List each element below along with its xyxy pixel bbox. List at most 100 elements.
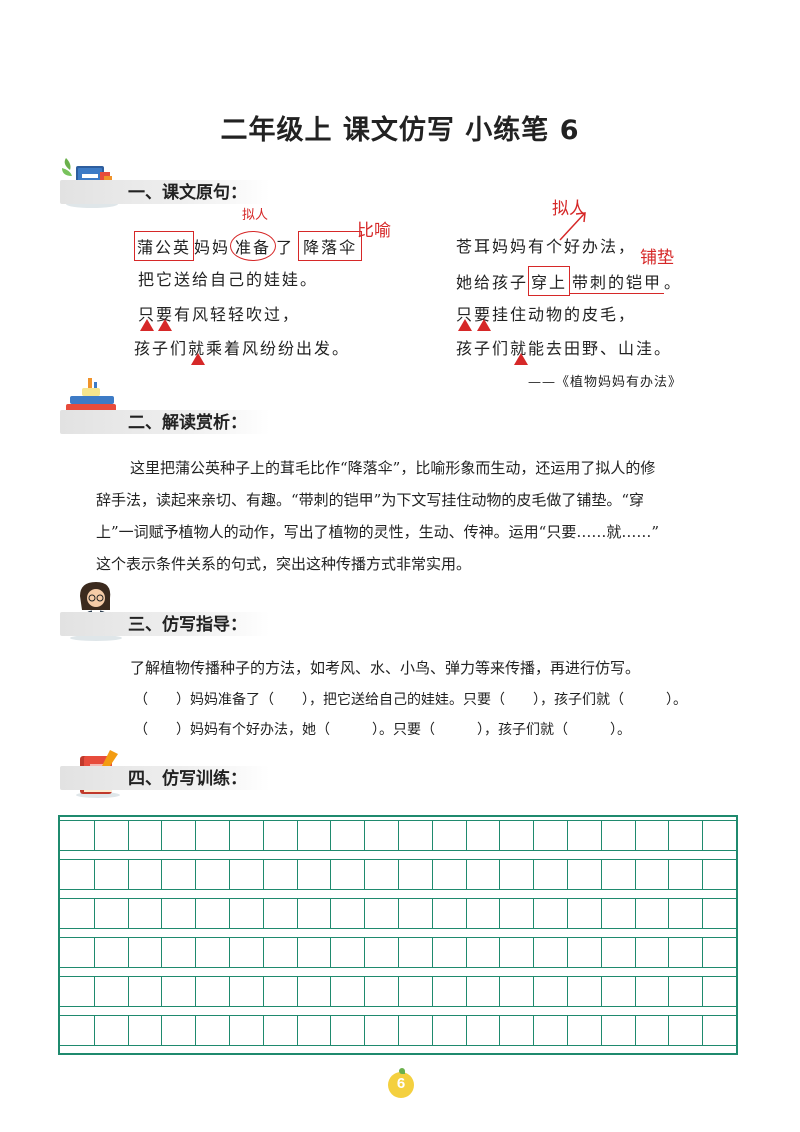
grid-cell-divider	[262, 977, 264, 1006]
grid-cell-divider	[161, 1016, 163, 1045]
grid-row	[60, 937, 736, 968]
section-1-header: 一、课文原句：	[60, 176, 320, 206]
grid-cell-divider	[668, 821, 670, 850]
grid-cell-divider	[296, 938, 298, 967]
poem-right-line-1: 苍耳妈妈有个好办法，	[456, 237, 637, 256]
grid-cell-divider	[398, 938, 399, 967]
grid-cell-divider	[634, 1016, 636, 1045]
grid-cell-divider	[195, 977, 197, 1006]
marker-triangle	[158, 319, 172, 331]
grid-cell-divider	[567, 821, 568, 850]
grid-cell-divider	[364, 821, 366, 850]
grid-cell-divider	[431, 1016, 433, 1045]
grid-cell-divider	[567, 977, 568, 1006]
guide-template-1: （ ）妈妈准备了（ ），把它送给自己的娃娃。只要（ ），孩子们就（ ）。	[134, 692, 687, 708]
grid-cell-divider	[296, 977, 298, 1006]
grid-cell-divider	[330, 899, 332, 928]
grid-cell-divider	[229, 860, 230, 889]
poem-right-line-4: 孩子们就能去田野、山洼。	[456, 339, 673, 358]
grid-cell-divider	[161, 860, 163, 889]
grid-cell-divider	[600, 977, 602, 1006]
grid-cell-divider	[127, 899, 129, 928]
grid-cell-divider	[364, 1016, 366, 1045]
grid-cell-divider	[127, 977, 129, 1006]
grid-cell-divider	[262, 938, 264, 967]
grid-cell-divider	[431, 938, 433, 967]
poem-source: ——《植物妈妈有办法》	[528, 375, 683, 390]
grid-cell-divider	[465, 899, 467, 928]
page-title: 二年级上 课文仿写 小练笔 6	[220, 115, 580, 146]
grid-cell-divider	[93, 1016, 95, 1045]
grid-cell-divider	[330, 977, 332, 1006]
section-3-header: 三、仿写指导：	[60, 608, 320, 638]
grid-cell-divider	[499, 938, 501, 967]
grid-cell-divider	[229, 938, 230, 967]
grid-cell-divider	[600, 860, 602, 889]
grid-cell-divider	[161, 977, 163, 1006]
marker-triangle	[477, 319, 491, 331]
grid-cell-divider	[567, 899, 568, 928]
poem-left-line-4: 孩子们就乘着风纷纷出发。	[134, 339, 351, 358]
guide-template-2: （ ）妈妈有个好办法，她（ ）。只要（ ），孩子们就（ ）。	[134, 722, 631, 738]
grid-cell-divider	[702, 1016, 704, 1045]
grid-cell-divider	[296, 1016, 298, 1045]
grid-cell-divider	[533, 938, 535, 967]
grid-cell-divider	[229, 1016, 230, 1045]
section-title: 二、解读赏析：	[128, 413, 247, 433]
grid-cell-divider	[634, 899, 636, 928]
grid-cell-divider	[127, 1016, 129, 1045]
page-number-badge: 6	[388, 1068, 414, 1098]
grid-cell-divider	[600, 938, 602, 967]
grid-cell-divider	[330, 821, 332, 850]
analysis-line-3: 上”一词赋予植物人的动作，写出了植物的灵性，生动、传神。运用“只要……就……”	[96, 523, 660, 541]
grid-cell-divider	[229, 977, 230, 1006]
grid-row	[60, 859, 736, 890]
annotation-setup: 铺垫	[640, 248, 674, 267]
grid-cell-divider	[195, 938, 197, 967]
grid-cell-divider	[465, 977, 467, 1006]
grid-cell-divider	[93, 821, 95, 850]
grid-cell-divider	[364, 860, 366, 889]
grid-cell-divider	[431, 860, 433, 889]
grid-cell-divider	[600, 1016, 602, 1045]
grid-cell-divider	[229, 821, 230, 850]
section-4-header: 四、仿写训练：	[60, 762, 320, 792]
grid-cell-divider	[499, 899, 501, 928]
grid-cell-divider	[465, 860, 467, 889]
grid-cell-divider	[634, 977, 636, 1006]
grid-cell-divider	[567, 860, 568, 889]
grid-cell-divider	[262, 899, 264, 928]
highlight-chuanshang: 穿上	[528, 266, 571, 296]
grid-cell-divider	[465, 1016, 467, 1045]
annotation-personify-left: 拟人	[242, 207, 269, 222]
grid-cell-divider	[195, 860, 197, 889]
grid-cell-divider	[668, 938, 670, 967]
grid-cell-divider	[330, 860, 332, 889]
highlight-zhunbei: 准备	[230, 231, 277, 261]
grid-cell-divider	[634, 938, 636, 967]
arrow-icon	[559, 212, 586, 241]
grid-cell-divider	[668, 860, 670, 889]
grid-cell-divider	[600, 821, 602, 850]
grid-cell-divider	[702, 860, 704, 889]
grid-row	[60, 820, 736, 851]
grid-cell-divider	[398, 1016, 399, 1045]
grid-cell-divider	[195, 899, 197, 928]
grid-cell-divider	[229, 899, 230, 928]
grid-cell-divider	[330, 1016, 332, 1045]
grid-cell-divider	[533, 977, 535, 1006]
grid-cell-divider	[499, 1016, 501, 1045]
writing-grid[interactable]	[58, 815, 738, 1055]
grid-cell-divider	[364, 938, 366, 967]
page-number: 6	[396, 1075, 406, 1092]
grid-cell-divider	[567, 938, 568, 967]
poem-left-line-1: 蒲公英妈妈准备了降落伞	[134, 231, 363, 261]
grid-cell-divider	[262, 1016, 264, 1045]
marker-triangle	[140, 319, 154, 331]
grid-cell-divider	[161, 821, 163, 850]
grid-cell-divider	[161, 899, 163, 928]
section-title: 一、课文原句：	[128, 183, 247, 203]
grid-cell-divider	[465, 938, 467, 967]
grid-cell-divider	[634, 821, 636, 850]
grid-cell-divider	[499, 977, 501, 1006]
